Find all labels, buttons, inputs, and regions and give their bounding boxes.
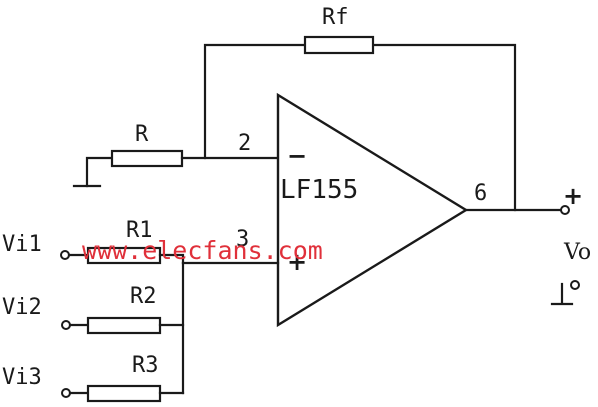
- watermark: www.elecfans.com: [82, 236, 323, 265]
- output-label: Vo: [563, 240, 591, 265]
- resistor-r3: [86, 384, 162, 403]
- pin-3-label: 3: [236, 227, 249, 252]
- vi1-label: Vi1: [2, 232, 42, 257]
- label-r3: R3: [132, 353, 159, 378]
- opamp-label: LF155: [280, 175, 358, 205]
- opamp-triangle: [276, 92, 469, 328]
- resistor-r: [110, 149, 184, 168]
- vi3-label: Vi3: [2, 365, 42, 390]
- vi3-terminal: [61, 388, 71, 398]
- label-r: R: [135, 122, 149, 147]
- minus-sign: −: [287, 142, 307, 170]
- output-return-terminal: [570, 280, 580, 290]
- label-r2: R2: [130, 284, 157, 309]
- feedback-wire: [203, 43, 517, 212]
- resistor-r2: [86, 316, 162, 335]
- ground-wire: [85, 156, 114, 188]
- vi2-label: Vi2: [2, 295, 42, 320]
- vi1-terminal: [60, 250, 70, 260]
- vi1-wire-out: [158, 253, 185, 265]
- label-r1: R1: [126, 218, 153, 243]
- resistor-rf: [303, 35, 375, 55]
- output-terminal: [560, 205, 570, 215]
- pin-2-label: 2: [238, 131, 251, 156]
- pin-6-label: 6: [474, 181, 487, 206]
- output-plus-sign: +: [563, 182, 583, 210]
- vi2-terminal: [61, 320, 71, 330]
- label-rf: Rf: [322, 5, 349, 30]
- plus-sign: +: [287, 248, 307, 276]
